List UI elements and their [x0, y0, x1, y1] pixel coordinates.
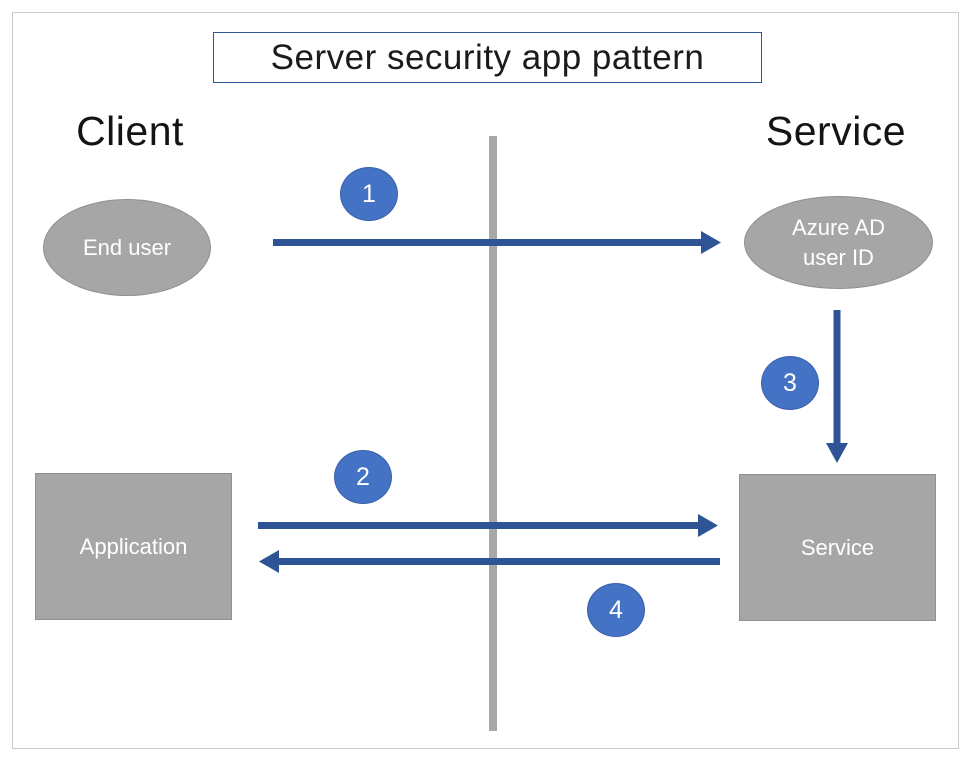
step-badge-4-number: 4	[609, 595, 623, 624]
node-azure-ad-user-id: Azure AD user ID	[744, 196, 933, 289]
node-azure-ad-label-line2: user ID	[803, 244, 874, 270]
node-application: Application	[35, 473, 232, 620]
node-end-user-label: End user	[82, 234, 172, 260]
step-badge-3: 3	[761, 356, 819, 410]
step-badge-1: 1	[340, 167, 398, 221]
node-service-label: Service	[800, 534, 875, 560]
column-header-service: Service	[765, 108, 907, 154]
column-header-client: Client	[76, 108, 184, 154]
outer-border-frame	[12, 12, 959, 749]
step-badge-2: 2	[334, 450, 392, 504]
client-service-boundary-line	[489, 136, 497, 731]
node-application-label: Application	[79, 533, 188, 559]
diagram-title: Server security app pattern	[270, 37, 705, 77]
step-badge-1-number: 1	[362, 179, 376, 208]
node-service: Service	[739, 474, 936, 621]
step-badge-2-number: 2	[356, 462, 370, 491]
node-azure-ad-label-line1: Azure AD	[792, 214, 885, 240]
step-badge-3-number: 3	[783, 368, 797, 397]
step-badge-4: 4	[587, 583, 645, 637]
diagram-title-box: Server security app pattern	[213, 32, 762, 83]
node-end-user: End user	[43, 199, 211, 296]
